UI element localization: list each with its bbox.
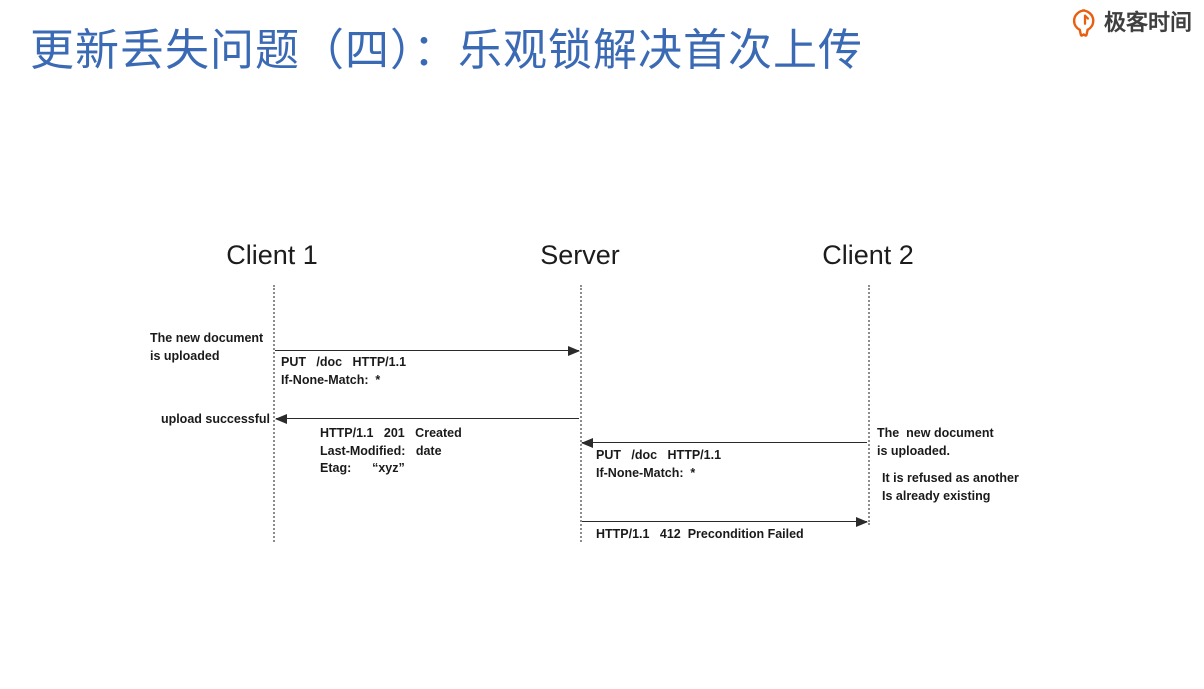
- note-client2-upload: The new document is uploaded.: [877, 426, 994, 458]
- message-arrow-put-doc-client1: [275, 346, 580, 356]
- message-arrow-created-201: [275, 414, 579, 424]
- note-client1-success: upload successful: [160, 412, 270, 426]
- brand-logo: 极客时间: [1070, 8, 1192, 38]
- page-title: 更新丢失问题（四）：乐观锁解决首次上传: [30, 26, 863, 75]
- message-text-put-doc-client2: PUT /doc HTTP/1.1 If-None-Match: *: [596, 448, 722, 480]
- actor-label-server: Server: [540, 240, 620, 270]
- message-arrow-precondition-failed-412: [582, 517, 868, 527]
- note-client1-upload: The new document is uploaded: [150, 331, 264, 363]
- brand-name: 极客时间: [1103, 10, 1192, 35]
- actor-label-client2: Client 2: [822, 240, 914, 270]
- message-text-put-doc-client1: PUT /doc HTTP/1.1 If-None-Match: *: [281, 355, 407, 387]
- geek-time-circle-logo-icon: [1070, 8, 1100, 38]
- message-arrow-put-doc-client2: [581, 438, 867, 448]
- message-text-created-201: HTTP/1.1 201 Created Last-Modified: date…: [320, 426, 462, 475]
- note-client2-refused: It is refused as another Is already exis…: [882, 471, 1019, 503]
- lifeline-server: [580, 285, 582, 542]
- actor-label-client1: Client 1: [226, 240, 318, 270]
- lifeline-client1: [273, 285, 275, 542]
- message-text-precondition-failed-412: HTTP/1.1 412 Precondition Failed: [596, 527, 804, 541]
- lifeline-client2: [868, 285, 870, 525]
